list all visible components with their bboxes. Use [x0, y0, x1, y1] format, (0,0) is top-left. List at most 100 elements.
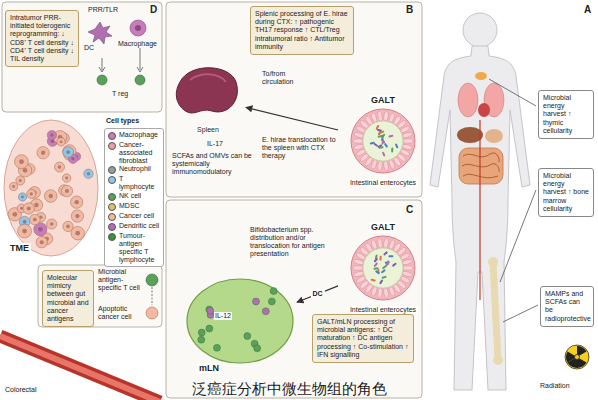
spleen-organ-outline — [172, 62, 244, 134]
legend-swatch — [108, 166, 116, 174]
shape — [75, 231, 80, 236]
shape — [353, 259, 364, 266]
shape — [353, 132, 364, 139]
process-note: E. hirae translocation to the spleen wit… — [262, 136, 336, 160]
node-text: GALT — [369, 95, 397, 106]
mimicry-cells — [146, 274, 158, 286]
shape — [40, 240, 44, 244]
legend-heading: Cell types — [106, 117, 139, 125]
cell-label: DC — [84, 44, 94, 52]
legend-text: Cancer-associated fibroblast — [119, 141, 160, 164]
legend-box: MacrophageCancer-associated fibroblastNe… — [104, 128, 164, 267]
panel-letter: D — [150, 4, 157, 16]
shape — [391, 147, 393, 152]
shape — [176, 68, 237, 113]
process-note: SCFAs and OMVs can be systemically immun… — [172, 152, 254, 176]
shape — [371, 279, 376, 282]
shape — [370, 112, 378, 123]
panel-frame — [2, 2, 162, 112]
radiation-symbol — [565, 345, 589, 369]
legend-swatch — [108, 176, 116, 184]
legend-row: Neutrophil — [108, 165, 160, 174]
shape — [34, 203, 38, 207]
shape — [262, 308, 269, 315]
shape — [61, 185, 72, 196]
shape — [22, 229, 27, 234]
shape — [187, 279, 293, 363]
node-text: TME — [8, 243, 31, 254]
panel-letter: A — [584, 4, 591, 16]
shape — [377, 161, 383, 171]
shape — [379, 279, 383, 284]
cell-label: Apoptotic cancer cell — [98, 305, 144, 321]
legend-swatch — [108, 223, 116, 231]
shape — [378, 135, 383, 138]
radiation-label: Radiation — [540, 382, 570, 390]
shape — [10, 182, 18, 190]
shape — [351, 109, 415, 173]
shape — [402, 132, 413, 139]
mimicry-cells — [152, 287, 153, 305]
tumor-microenvironment: TME — [2, 118, 100, 258]
node-text: GALT/mLN processing of microbial antigen… — [317, 318, 409, 359]
shape — [377, 288, 383, 298]
shape — [198, 336, 205, 343]
shape — [190, 74, 226, 82]
shape — [36, 237, 47, 248]
shape — [377, 238, 383, 248]
shape — [384, 143, 389, 148]
shape — [207, 307, 214, 314]
leader-line — [500, 190, 536, 282]
shape — [65, 189, 69, 193]
process-note: Bifidobacterium spp. distribution and/or… — [250, 226, 336, 258]
callout-box: Microbial energy harvest ↑ bone marrow c… — [538, 168, 594, 217]
finding-box: Molecular mimicry between gut microbial … — [42, 270, 94, 327]
shape — [21, 196, 24, 199]
human-body — [493, 355, 503, 365]
legend-text: T lymphocyte — [119, 175, 160, 191]
shape — [71, 157, 74, 160]
shape — [75, 200, 79, 204]
legend-swatch — [108, 132, 116, 140]
human-body — [457, 127, 483, 143]
shape — [252, 298, 259, 305]
shape — [62, 174, 70, 182]
shape — [23, 203, 34, 214]
caption: 泛癌症分析中微生物组的角色 — [192, 380, 387, 399]
shape — [71, 196, 83, 208]
shape — [16, 176, 25, 185]
shape — [47, 130, 56, 139]
shape — [27, 189, 36, 198]
human-body — [479, 120, 480, 300]
shape — [382, 151, 386, 156]
shape — [23, 168, 28, 173]
shape — [30, 214, 41, 225]
legend-row: Tumour-antigen specific T lymphocyte — [108, 232, 160, 263]
immune-cells — [88, 22, 112, 44]
shape — [244, 333, 251, 340]
human-body — [488, 257, 498, 267]
node-text: Intratumor PRR-initiated tolerogenic rep… — [10, 14, 74, 63]
shape — [206, 325, 213, 332]
legend-row: Dendritic cell — [108, 222, 160, 231]
blood-vessel — [0, 336, 160, 400]
immune-cells — [102, 48, 140, 70]
legend-row: Cancer-associated fibroblast — [108, 141, 160, 164]
human-body — [485, 129, 503, 143]
legend-text: NK cell — [119, 192, 141, 200]
shape — [41, 151, 45, 155]
panel-frame — [38, 265, 162, 327]
shape — [268, 298, 275, 305]
shape — [60, 140, 63, 143]
shape — [363, 248, 403, 288]
shape — [370, 239, 378, 250]
shape — [395, 143, 399, 148]
legend-text: Neutrophil — [119, 165, 151, 173]
legend-text: Dendritic cell — [119, 222, 159, 230]
shape — [12, 212, 17, 217]
shape — [198, 329, 205, 336]
immune-cells — [130, 20, 146, 36]
shape — [402, 144, 413, 151]
shape — [383, 288, 389, 298]
shape — [15, 155, 29, 169]
